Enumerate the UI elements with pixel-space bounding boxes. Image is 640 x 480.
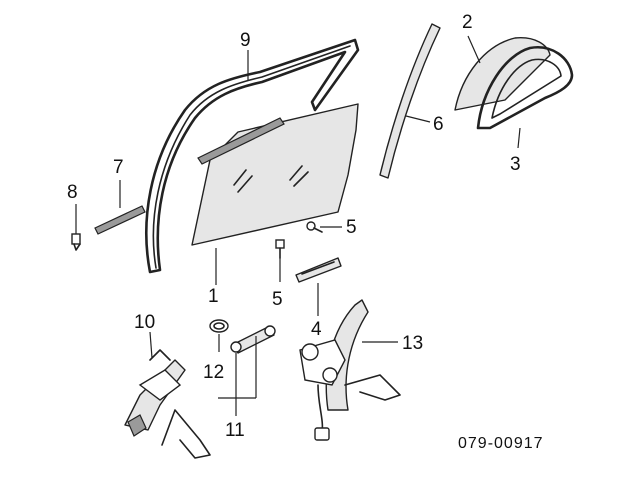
part-9-glass-run-channel bbox=[145, 38, 360, 274]
part-7-beltline-strip bbox=[94, 205, 146, 235]
part-13-power-regulator bbox=[299, 299, 401, 441]
part-4-strip bbox=[295, 257, 342, 283]
part-3-quarter-weatherstrip bbox=[476, 46, 574, 130]
leader-lines bbox=[75, 35, 521, 416]
part-6-rear-channel bbox=[379, 23, 441, 179]
callout-9: 9 bbox=[240, 30, 251, 51]
callout-3: 3 bbox=[510, 154, 521, 175]
callout-5-lower: 5 bbox=[272, 289, 283, 310]
callout-4: 4 bbox=[311, 319, 322, 340]
part-5-bolt-lower bbox=[275, 239, 285, 259]
callout-11: 11 bbox=[225, 420, 245, 441]
callout-1: 1 bbox=[208, 286, 219, 307]
callout-2: 2 bbox=[462, 12, 473, 33]
part-10-window-regulator bbox=[124, 349, 211, 459]
callout-5-upper: 5 bbox=[346, 217, 357, 238]
part-2-quarter-glass bbox=[454, 37, 551, 111]
part-11-window-handle bbox=[230, 325, 276, 354]
callout-12: 12 bbox=[203, 362, 224, 383]
callout-8: 8 bbox=[67, 182, 78, 203]
callout-6: 6 bbox=[433, 114, 444, 135]
part-8-clip bbox=[71, 233, 81, 251]
figure-code: 079-00917 bbox=[458, 435, 544, 452]
callout-10: 10 bbox=[134, 312, 155, 333]
part-12-seal-ring bbox=[209, 319, 229, 333]
part-5-bolt-upper bbox=[306, 221, 323, 233]
callout-7: 7 bbox=[113, 157, 124, 178]
callout-13: 13 bbox=[402, 333, 423, 354]
part-1-door-glass bbox=[191, 103, 359, 246]
